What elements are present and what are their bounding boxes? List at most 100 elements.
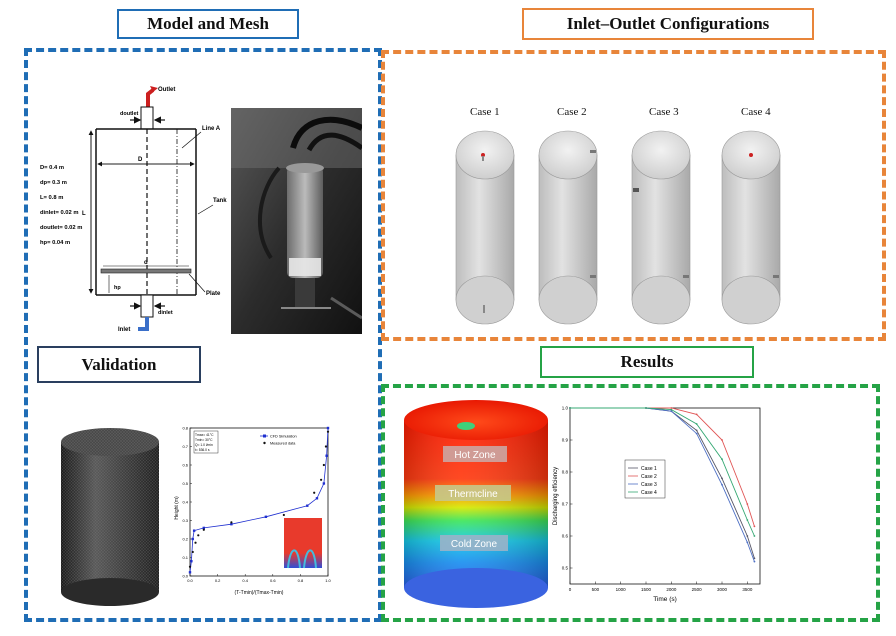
cfd-point xyxy=(192,529,196,532)
measured-point xyxy=(191,550,194,554)
results-xtick: 3500 xyxy=(742,587,753,592)
case-3-inlet-icon xyxy=(683,275,689,278)
measured-point xyxy=(202,528,205,531)
condition-tmin: Tmin= 30°C xyxy=(195,438,213,442)
validation-ytick: 0.7 xyxy=(182,444,188,449)
plate-label: Plate xyxy=(206,291,221,297)
results-point-4 xyxy=(753,535,756,537)
cfd-point xyxy=(306,504,309,507)
legend-cfd: CFD Simulation xyxy=(270,435,297,439)
cfd-point xyxy=(326,426,330,430)
results-ytick: 1.0 xyxy=(562,406,569,411)
results-point-1 xyxy=(695,429,698,432)
case-3-label: Case 3 xyxy=(649,106,679,118)
hot-zone-label: Hot Zone xyxy=(454,450,496,461)
results-ylabel: Discharging efficiency xyxy=(553,467,559,525)
results-point-1 xyxy=(746,535,749,537)
validation-xtick: 0.2 xyxy=(215,578,221,583)
results-point-2 xyxy=(746,503,749,505)
measured-point xyxy=(194,541,197,544)
experiment-photo xyxy=(231,108,362,334)
model-mesh-title-box: Model and Mesh xyxy=(117,9,299,39)
temperature-top xyxy=(404,400,548,440)
cfd-point xyxy=(191,537,194,541)
results-point-4 xyxy=(721,458,723,461)
param-D: D= 0.4 m xyxy=(40,165,64,171)
cold-zone-badge xyxy=(440,535,508,551)
inlet-outlet-title: Inlet–Outlet Configurations xyxy=(566,14,770,33)
model-validation-frame xyxy=(24,48,382,622)
case-1-cylinder xyxy=(455,130,515,325)
measured-point xyxy=(313,491,316,494)
hp-label: hp xyxy=(114,285,121,291)
validation-ytick: 0.8 xyxy=(182,426,188,431)
param-doutlet: doutlet= 0.02 m xyxy=(40,225,82,231)
results-point-2 xyxy=(695,413,698,416)
case-3-outlet-icon xyxy=(633,188,639,192)
results-point-3 xyxy=(721,483,723,486)
results-xtick: 1000 xyxy=(616,587,627,592)
measured-point xyxy=(322,463,325,467)
results-point-4 xyxy=(569,407,571,409)
results-legend-label: Case 1 xyxy=(641,466,657,472)
case-4-cylinder xyxy=(721,130,781,325)
results-point-3 xyxy=(753,560,756,563)
outlet-pipe xyxy=(146,88,155,108)
measured-point xyxy=(188,565,192,568)
results-xtick: 2500 xyxy=(692,587,703,592)
condition-tmax: Tmax= 41°C xyxy=(195,433,214,437)
results-point-2 xyxy=(753,525,756,528)
results-point-1 xyxy=(753,557,756,560)
case-4-label: Case 4 xyxy=(741,106,771,118)
case-3-cylinder xyxy=(631,130,691,325)
case-2-outlet-icon xyxy=(590,150,596,153)
results-point-4 xyxy=(670,408,673,411)
results-xtick: 2000 xyxy=(666,587,677,592)
validation-ylabel: Height (m) xyxy=(174,496,180,520)
cfd-point xyxy=(202,526,205,530)
measured-point xyxy=(320,478,323,481)
results-point-3 xyxy=(746,541,749,544)
cfd-point xyxy=(264,515,268,518)
case-2-label: Case 2 xyxy=(557,106,587,118)
results-ytick: 0.7 xyxy=(562,502,569,507)
inlet-pipe xyxy=(138,317,149,331)
temperature-cylinder: Hot Zone Thermcline Cold Zone xyxy=(404,400,548,608)
tank-schematic: Outlet doutlet D Line A Tank L d hp Plat… xyxy=(40,86,227,333)
thermocline-badge xyxy=(435,485,511,501)
param-L: L= 0.8 m xyxy=(40,195,63,201)
cfd-point xyxy=(188,571,192,574)
results-legend-label: Case 4 xyxy=(641,490,657,496)
results-point-3 xyxy=(670,410,673,413)
cfd-point xyxy=(230,523,233,526)
param-dp: dp= 0.3 m xyxy=(40,180,67,186)
plate-shape xyxy=(100,268,192,274)
case-cylinders xyxy=(455,130,781,325)
hot-zone-badge xyxy=(443,446,507,462)
validation-ytick: 0.3 xyxy=(182,518,188,523)
thermocline-label: Thermcline xyxy=(448,489,498,500)
results-legend-label: Case 2 xyxy=(641,474,657,480)
param-hp: hp= 0.04 m xyxy=(40,240,70,246)
legend-measured: Measured data xyxy=(270,442,296,446)
d-outlet-top-label: doutlet xyxy=(120,111,138,117)
case-1-label: Case 1 xyxy=(470,106,500,118)
cfd-point xyxy=(190,560,193,563)
measured-point xyxy=(230,521,233,524)
results-point-4 xyxy=(645,407,647,409)
results-xtick: 1500 xyxy=(641,587,652,592)
validation-xtick: 0.0 xyxy=(187,578,193,583)
results-point-3 xyxy=(695,432,698,435)
results-point-4 xyxy=(695,423,698,425)
d-inlet-label: dinlet xyxy=(158,310,173,316)
results-point-2 xyxy=(670,407,673,409)
inlet-outlet-frame xyxy=(381,50,886,341)
results-ytick: 0.8 xyxy=(562,470,569,475)
results-xtick: 3000 xyxy=(717,587,728,592)
validation-ytick: 0.4 xyxy=(182,500,188,505)
L-label: L xyxy=(82,211,86,217)
glass-tank xyxy=(287,166,323,278)
case-2-inlet-icon xyxy=(590,275,596,278)
